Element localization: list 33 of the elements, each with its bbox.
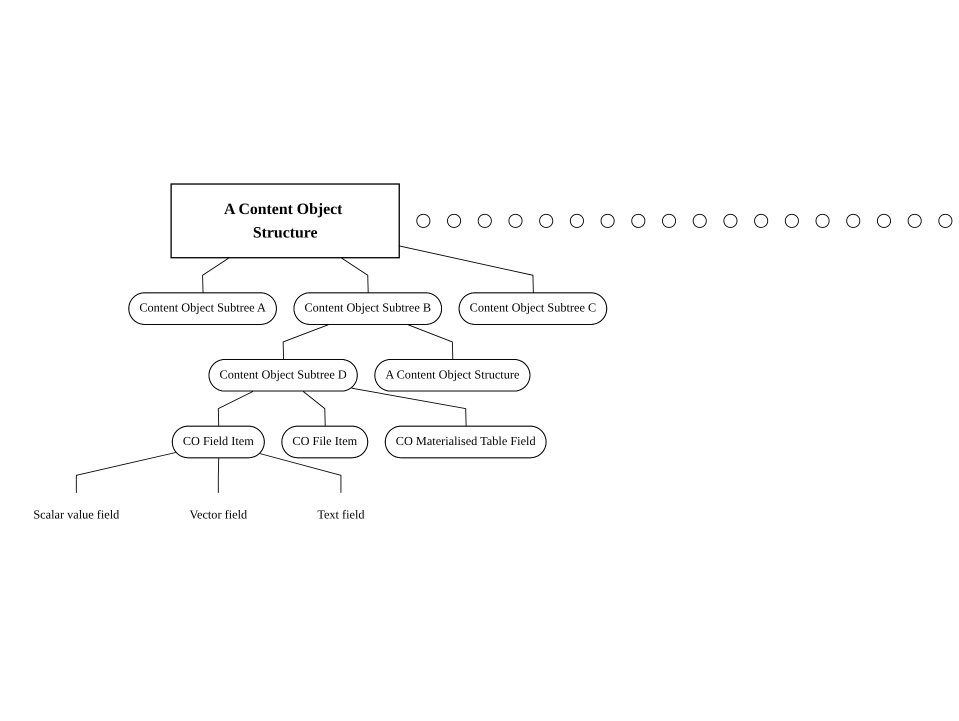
node-circle [447,214,462,228]
node-circle [508,214,522,228]
connector [218,390,254,427]
node-circle [692,214,707,228]
node-circle [416,214,430,228]
node-circle [570,214,584,228]
node-circle [846,214,860,228]
connector [340,256,369,294]
connector [76,452,177,493]
node-text: Scalar value field [33,508,120,522]
connector [218,457,220,493]
connector [398,245,534,294]
node-circle [478,214,492,228]
node-text: Text field [317,508,365,522]
node-circle [784,214,799,228]
node-circle [816,214,830,228]
node-circle [876,214,891,228]
node-circle [908,214,922,228]
node-circle [600,214,615,228]
connector [282,324,329,360]
node-circle [938,214,952,228]
connector [302,390,326,427]
connector [408,324,454,360]
node-circle [754,214,768,228]
node-circle [723,214,738,228]
node-circle [539,214,554,228]
connector [202,256,230,294]
node-box: A Content Object Structure [170,183,400,258]
connector [351,387,467,427]
connector [260,452,342,493]
node-circle [662,214,676,228]
node-circle [631,214,646,228]
node-text: Vector field [189,508,248,522]
